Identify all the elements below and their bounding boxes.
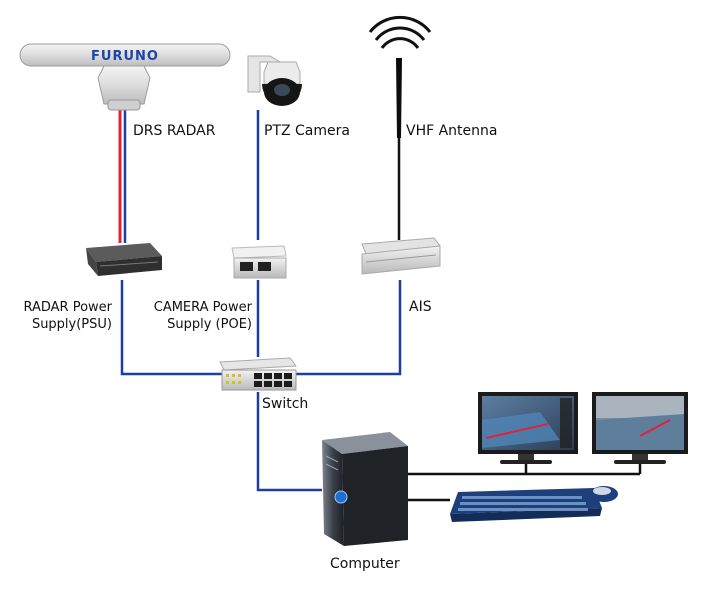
radar-psu-label-line2: Supply(PSU) (31, 317, 112, 332)
radar-brand-logo: FURUNO (91, 49, 159, 64)
ais-device (361, 237, 441, 275)
ptz-camera-label: PTZ Camera (264, 123, 350, 139)
switch-to-computer-cable (256, 392, 322, 492)
camera-poe-device (231, 245, 287, 279)
keyboard (450, 488, 602, 522)
vhf-antenna (368, 15, 432, 138)
network-switch (219, 357, 297, 391)
radar-psu-device (86, 243, 162, 276)
mouse (590, 486, 618, 502)
psu-to-switch-cable (120, 280, 222, 376)
radar-antenna: FURUNO (19, 43, 231, 111)
radar-psu-label-line1: RADAR Power (23, 300, 112, 315)
camera-poe-label-line2: Supply (POE) (167, 317, 252, 332)
radar-label: DRS RADAR (133, 123, 216, 139)
vhf-antenna-label: VHF Antenna (406, 123, 498, 139)
switch-label: Switch (262, 396, 309, 412)
computer-tower (322, 432, 408, 546)
ptz-camera (247, 55, 302, 106)
power-button-icon (334, 490, 348, 504)
ais-to-switch-cable (294, 280, 402, 376)
ais-label: AIS (409, 299, 432, 315)
camera-poe-label-line1: CAMERA Power (153, 300, 252, 315)
computer-label: Computer (330, 556, 400, 572)
monitor-left (478, 392, 578, 464)
monitor-right (592, 392, 688, 464)
cables (118, 110, 642, 502)
